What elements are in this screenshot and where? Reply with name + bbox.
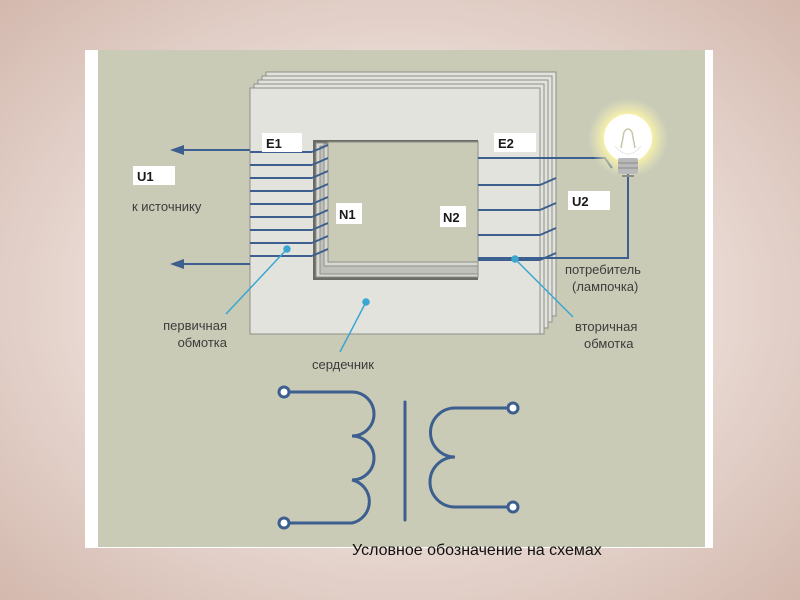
label-core: сердечник: [312, 357, 374, 372]
label-u1-text: U1: [137, 169, 154, 184]
label-e2-text: E2: [498, 136, 514, 151]
label-secondary-winding-line2: обмотка: [584, 336, 634, 351]
label-n2-text: N2: [443, 210, 460, 225]
label-e1: E1: [262, 133, 302, 152]
label-e2: E2: [494, 133, 536, 152]
label-consumer-line1: потребитель: [565, 262, 641, 277]
label-u1: U1: [133, 166, 175, 185]
label-to-source: к источнику: [132, 199, 202, 214]
label-e1-text: E1: [266, 136, 282, 151]
label-secondary-winding-line1: вторичная: [575, 319, 637, 334]
caption: Условное обозначение на схемах: [352, 542, 602, 559]
arrow-left-icon: [170, 145, 250, 269]
label-n1-text: N1: [339, 207, 356, 222]
primary-winding: [250, 144, 329, 257]
transformer-symbol-icon: [277, 385, 520, 530]
label-n1: N1: [336, 203, 362, 224]
annotation-pointers: [225, 245, 574, 353]
secondary-winding: [478, 177, 557, 261]
label-primary-winding-line2: обмотка: [178, 335, 228, 350]
label-n2: N2: [440, 206, 466, 227]
label-u2: U2: [568, 191, 610, 210]
label-u2-text: U2: [572, 194, 589, 209]
label-consumer-line2: (лампочка): [572, 279, 638, 294]
label-primary-winding-line1: первичная: [163, 318, 227, 333]
light-bulb-icon: [588, 98, 668, 178]
